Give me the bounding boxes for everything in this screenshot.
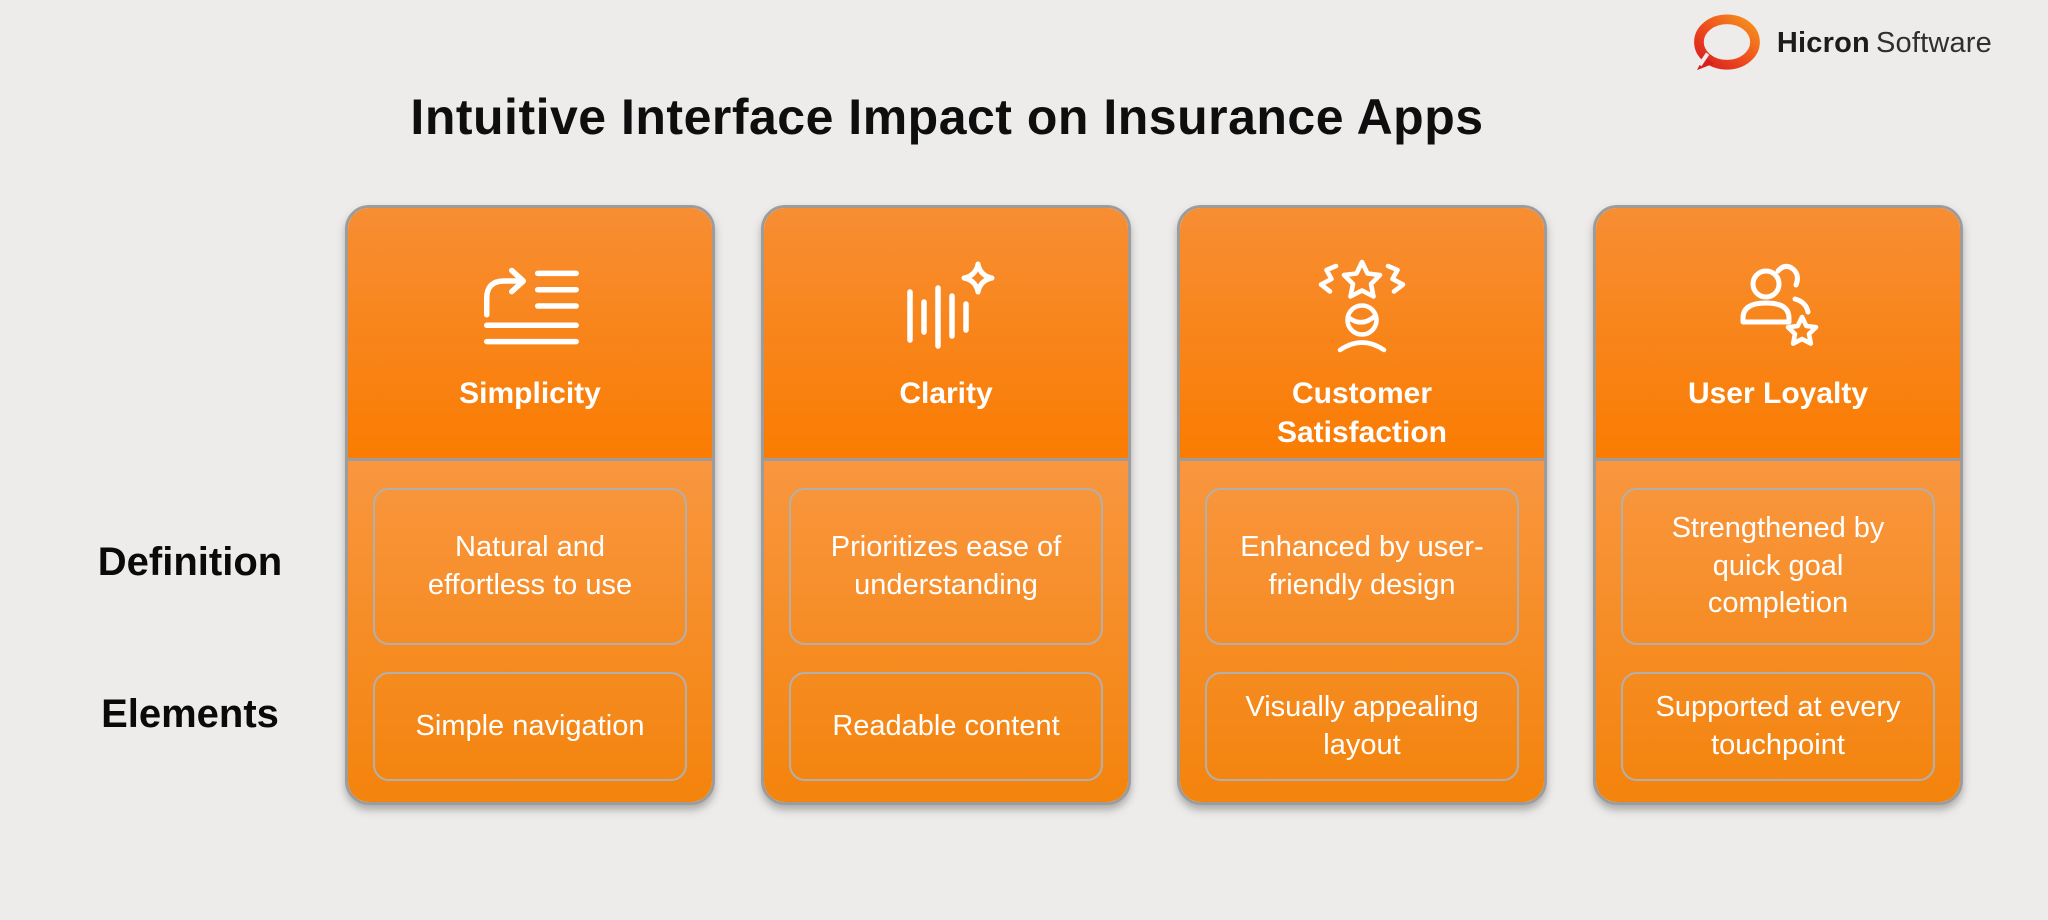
definition-text: Natural and effortless to use [427, 530, 633, 601]
card-user-loyalty: User Loyalty Strengthened by quick goal … [1593, 205, 1963, 805]
definition-text: Strengthened by quick goal completion [1671, 511, 1885, 620]
card-body: Enhanced by user-friendly design Visuall… [1180, 461, 1544, 802]
logo-brand-text: Hicron [1776, 26, 1870, 59]
definition-box: Enhanced by user-friendly design [1205, 488, 1519, 645]
page-title: Intuitive Interface Impact on Insurance … [410, 89, 1484, 145]
card-body: Prioritizes ease of understanding Readab… [764, 461, 1128, 802]
definition-box: Natural and effortless to use [373, 488, 687, 645]
card-clarity: Clarity Prioritizes ease of understandin… [761, 205, 1131, 805]
equalizer-sparkle-icon [896, 260, 996, 354]
logo-suffix-text: Software [1875, 26, 1992, 59]
row-label-elements: Elements [101, 692, 279, 736]
elements-text: Readable content [832, 709, 1060, 742]
cards-row: Simplicity Natural and effortless to use… [345, 205, 1963, 805]
card-title: User Loyalty [1687, 377, 1869, 410]
elements-text: Simple navigation [415, 709, 645, 742]
card-header: Clarity [764, 208, 1128, 461]
icon-wrap [1728, 248, 1828, 366]
card-header: Customer Satisfaction [1180, 208, 1544, 461]
icon-wrap [896, 248, 996, 366]
elements-box: Visually appealing layout [1205, 672, 1519, 781]
row-label-definition: Definition [97, 540, 283, 584]
card-title: Clarity [899, 377, 993, 410]
elements-text: Supported at every touchpoint [1655, 690, 1901, 761]
users-with-star-icon [1728, 259, 1828, 355]
card-title: Customer Satisfaction [1276, 377, 1448, 449]
definition-text: Prioritizes ease of understanding [830, 530, 1062, 601]
smiley-with-stars-icon [1310, 258, 1414, 356]
card-simplicity: Simplicity Natural and effortless to use… [345, 205, 715, 805]
card-body: Strengthened by quick goal completion Su… [1596, 461, 1960, 802]
elements-box: Supported at every touchpoint [1621, 672, 1935, 781]
card-header: User Loyalty [1596, 208, 1960, 461]
speech-bubble-ring-icon [1694, 14, 1760, 71]
elements-text: Visually appealing layout [1245, 690, 1479, 761]
elements-box: Simple navigation [373, 672, 687, 781]
definition-box: Strengthened by quick goal completion [1621, 488, 1935, 645]
card-body: Natural and effortless to use Simple nav… [348, 461, 712, 802]
icon-wrap [480, 248, 580, 366]
elements-box: Readable content [789, 672, 1103, 781]
wrap-arrow-list-icon [480, 265, 580, 349]
card-header: Simplicity [348, 208, 712, 461]
definition-text: Enhanced by user-friendly design [1240, 530, 1484, 601]
definition-box: Prioritizes ease of understanding [789, 488, 1103, 645]
card-title: Simplicity [459, 377, 601, 410]
icon-wrap [1310, 248, 1414, 366]
card-customer-satisfaction: Customer Satisfaction Enhanced by user-f… [1177, 205, 1547, 805]
